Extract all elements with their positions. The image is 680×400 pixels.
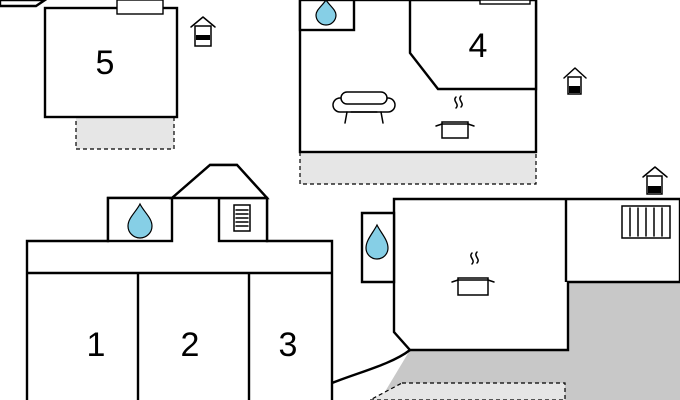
room-1-number: 1 bbox=[87, 326, 106, 364]
room-3-number: 3 bbox=[279, 326, 298, 364]
terrace-dark bbox=[568, 282, 680, 400]
building-5: 5 bbox=[0, 0, 216, 150]
corridor-curve bbox=[331, 349, 411, 385]
water-drop-icon bbox=[315, 0, 337, 26]
kitchen-counter-4 bbox=[479, 0, 531, 5]
terrace-4 bbox=[299, 151, 537, 185]
radiator-icon bbox=[621, 205, 671, 239]
room-5-walls bbox=[43, 6, 179, 119]
water-drop-icon bbox=[127, 202, 153, 239]
room-5-number: 5 bbox=[96, 44, 115, 82]
terrace-5 bbox=[75, 116, 175, 150]
room-4-number: 4 bbox=[469, 27, 488, 65]
kitchen-4 bbox=[408, 0, 538, 91]
main-building: 1 2 3 bbox=[25, 163, 680, 400]
cooking-pot-icon bbox=[451, 251, 495, 296]
left-wing-walls bbox=[25, 163, 334, 400]
cooking-pot-icon bbox=[435, 95, 475, 139]
room-5-entry bbox=[116, 0, 164, 15]
radiator-icon bbox=[233, 204, 251, 232]
terrace-light bbox=[369, 382, 566, 400]
right-wing-walls bbox=[392, 197, 680, 352]
water-drop-icon bbox=[365, 223, 389, 260]
building-4: 4 bbox=[298, 0, 587, 185]
room-2-number: 2 bbox=[181, 326, 200, 364]
gable bbox=[168, 163, 270, 200]
chimney-icon bbox=[642, 166, 668, 195]
room-5-corner bbox=[0, 0, 48, 8]
sofa-icon bbox=[332, 91, 396, 124]
chimney-icon bbox=[563, 67, 587, 95]
chimney-icon bbox=[190, 16, 216, 47]
